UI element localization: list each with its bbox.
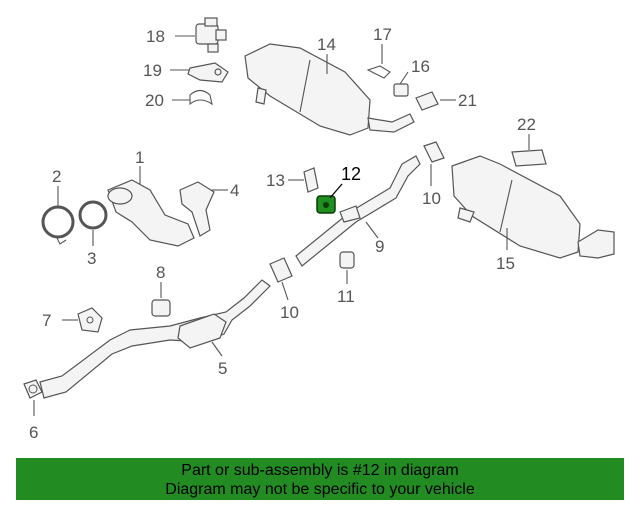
callout-13: 13 [266, 171, 285, 190]
part-16-isolator [393, 83, 409, 97]
part-10-clamp-right [423, 141, 445, 163]
callout-20: 20 [145, 91, 164, 110]
part-14-rear-muffler [244, 43, 415, 136]
callout-1: 1 [135, 148, 144, 167]
callout-6: 6 [29, 423, 38, 442]
callout-16: 16 [411, 57, 430, 76]
leader-5 [211, 341, 223, 357]
callout-15: 15 [496, 254, 515, 273]
part-9-center-pipe [295, 155, 421, 267]
info-banner: Part or sub-assembly is #12 in diagram D… [16, 458, 624, 500]
part-8-insulator [151, 299, 171, 317]
leader-12 [329, 183, 343, 199]
part-19-bracket [187, 62, 229, 83]
part-18-sensor [195, 17, 227, 53]
callout-22: 22 [517, 115, 536, 134]
callout-9: 9 [375, 237, 384, 256]
part-4-heat-shield [179, 181, 215, 237]
callout-12: 12 [341, 164, 361, 184]
part-10-clamp-left [269, 257, 293, 283]
part-22-tip [511, 149, 547, 167]
callout-7: 7 [42, 311, 51, 330]
callout-8: 8 [156, 263, 165, 282]
part-17-hanger [366, 65, 391, 79]
part-11-insulator [339, 251, 355, 269]
leader-16 [399, 71, 409, 85]
callout-14: 14 [317, 35, 336, 54]
part-12-mount-highlighted [316, 195, 336, 214]
callout-3: 3 [87, 249, 96, 268]
part-21-tip [415, 91, 439, 111]
callout-5: 5 [218, 359, 227, 378]
callout-18: 18 [146, 27, 165, 46]
callout-19: 19 [143, 61, 162, 80]
part-5-front-pipe [39, 279, 271, 399]
part-6-gasket [23, 379, 43, 399]
part-20-clamp [189, 89, 213, 106]
callout-21: 21 [458, 91, 477, 110]
part-3-gasket [78, 200, 108, 230]
part-7-bracket [77, 307, 103, 333]
banner-line-2: Diagram may not be specific to your vehi… [165, 481, 475, 498]
leader-10a [281, 281, 289, 301]
part-2-gasket [41, 205, 75, 245]
part-13-hanger [303, 167, 319, 193]
callout-4: 4 [230, 181, 239, 200]
callout-11: 11 [337, 287, 355, 306]
callout-10b: 10 [422, 189, 441, 208]
leader-9 [365, 221, 379, 239]
part-1-catalytic-converter [107, 179, 195, 247]
banner-line-1: Part or sub-assembly is #12 in diagram [181, 462, 459, 479]
callout-2: 2 [52, 167, 61, 186]
part-15-rear-muffler [451, 155, 615, 259]
callout-17: 17 [373, 25, 392, 44]
exhaust-parts-diagram: 18 19 20 14 17 16 21 22 15 [23, 17, 615, 442]
callout-10a: 10 [280, 303, 299, 322]
